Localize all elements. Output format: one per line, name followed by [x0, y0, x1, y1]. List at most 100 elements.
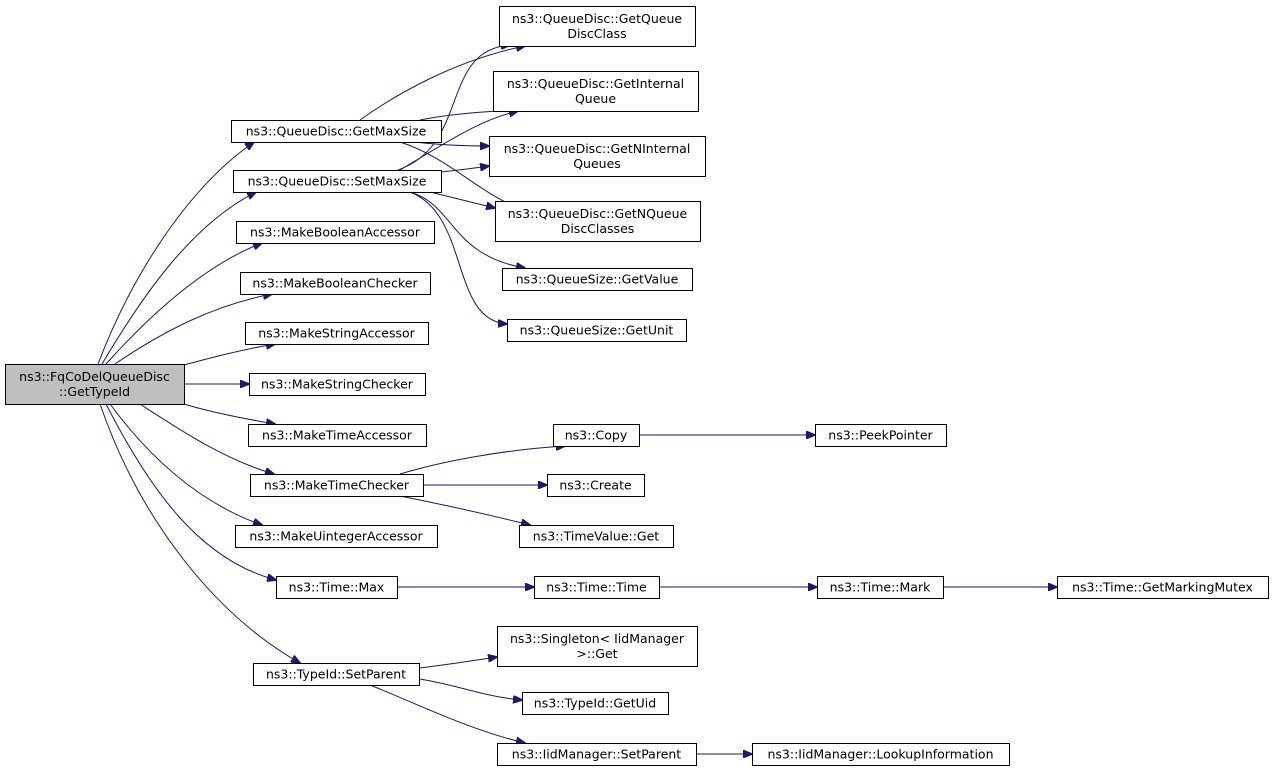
node-label: ns3::MakeStringAccessor [258, 326, 415, 341]
node-label: ns3::QueueDisc::SetMaxSize [248, 174, 427, 189]
edge-root-to-typeid-set-parent [99, 403, 300, 663]
edge-make-time-checker-to-copy [399, 446, 565, 475]
node-box [534, 576, 660, 599]
node-label: ns3::IidManager::SetParent [512, 747, 682, 762]
node-typeid-get-uid[interactable]: ns3::TypeId::GetUid [522, 692, 669, 715]
node-label: ns3::QueueDisc::GetNInternal [504, 141, 691, 156]
node-box [253, 663, 420, 686]
node-box [752, 743, 1010, 766]
node-label: ns3::Copy [565, 428, 628, 443]
edge-get-max-size-to-get-queue-disc-class [359, 46, 525, 121]
edge-root-to-make-time-checker [139, 403, 274, 474]
node-label: ns3::MakeTimeChecker [264, 478, 410, 493]
edge-root-to-make-string-accessor [183, 344, 275, 366]
node-make-uinteger-accessor[interactable]: ns3::MakeUintegerAccessor [235, 525, 438, 548]
node-peek-pointer[interactable]: ns3::PeekPointer [815, 424, 947, 447]
node-label: ns3::Time::GetMarkingMutex [1072, 580, 1253, 595]
node-label: ::GetTypeId [59, 384, 130, 399]
node-create[interactable]: ns3::Create [547, 474, 645, 497]
node-queue-size-get-unit[interactable]: ns3::QueueSize::GetUnit [507, 319, 687, 342]
node-time-max[interactable]: ns3::Time::Max [276, 576, 398, 599]
node-box [249, 373, 426, 396]
node-make-time-checker[interactable]: ns3::MakeTimeChecker [250, 474, 424, 497]
node-label: Queues [573, 156, 621, 171]
edge-root-to-make-boolean-accessor [105, 243, 262, 365]
node-root[interactable]: ns3::FqCoDelQueueDisc::GetTypeId [5, 364, 185, 405]
node-singleton-get[interactable]: ns3::Singleton< IidManager>::Get [497, 626, 698, 667]
node-label: DiscClass [567, 26, 626, 41]
edge-root-to-set-max-size [101, 192, 256, 365]
edge-root-to-time-max [105, 403, 276, 580]
node-label: Queue [575, 91, 616, 106]
node-make-boolean-checker[interactable]: ns3::MakeBooleanChecker [240, 272, 431, 295]
node-label: ns3::QueueDisc::GetMaxSize [246, 124, 427, 139]
node-box [507, 319, 687, 342]
node-time-value-get[interactable]: ns3::TimeValue::Get [519, 525, 674, 548]
edge-set-max-size-to-get-internal-queue [399, 111, 518, 171]
edge-set-max-size-to-queue-size-get-unit [409, 191, 507, 324]
node-label: ns3::IidManager::LookupInformation [767, 747, 993, 762]
node-make-time-accessor[interactable]: ns3::MakeTimeAccessor [248, 424, 427, 447]
node-box [235, 525, 438, 548]
node-box [547, 474, 645, 497]
node-box [495, 201, 701, 242]
node-label: ns3::MakeUintegerAccessor [249, 529, 423, 544]
node-label: ns3::FqCoDelQueueDisc [19, 369, 170, 384]
node-make-string-checker[interactable]: ns3::MakeStringChecker [249, 373, 426, 396]
node-iid-manager-set-parent[interactable]: ns3::IidManager::SetParent [497, 743, 697, 766]
node-time-time[interactable]: ns3::Time::Time [534, 576, 660, 599]
edge-root-to-make-uinteger-accessor [109, 403, 262, 525]
node-copy[interactable]: ns3::Copy [553, 424, 640, 447]
edge-set-max-size-to-get-n-internal-queues [440, 166, 489, 173]
node-box [5, 364, 185, 405]
edge-typeid-set-parent-to-iid-manager-set-parent [369, 684, 525, 743]
edge-set-max-size-to-queue-size-get-value [409, 191, 525, 268]
edges-layer [97, 45, 1057, 754]
node-iid-manager-lookup-information[interactable]: ns3::IidManager::LookupInformation [752, 743, 1010, 766]
node-typeid-set-parent[interactable]: ns3::TypeId::SetParent [253, 663, 420, 686]
node-label: ns3::Time::Max [289, 580, 385, 595]
node-box [817, 576, 944, 599]
node-label: DiscClasses [561, 221, 635, 236]
node-make-string-accessor[interactable]: ns3::MakeStringAccessor [245, 322, 429, 345]
node-label: ns3::TypeId::GetUid [534, 696, 656, 711]
node-label: ns3::TimeValue::Get [533, 529, 660, 544]
node-label: ns3::QueueDisc::GetQueue [512, 11, 682, 26]
node-label: ns3::Create [559, 478, 632, 493]
node-label: ns3::MakeStringChecker [261, 377, 414, 392]
node-box [245, 322, 429, 345]
edge-make-time-checker-to-time-value-get [399, 495, 530, 525]
node-box [502, 268, 693, 291]
node-label: ns3::QueueDisc::GetNQueue [508, 206, 688, 221]
node-box [497, 743, 697, 766]
node-queue-size-get-value[interactable]: ns3::QueueSize::GetValue [502, 268, 693, 291]
edge-root-to-get-max-size [97, 142, 254, 365]
node-time-get-marking-mutex[interactable]: ns3::Time::GetMarkingMutex [1057, 576, 1269, 599]
node-box [519, 525, 674, 548]
nodes-layer: ns3::FqCoDelQueueDisc::GetTypeId ns3::Que… [5, 6, 1269, 766]
node-make-boolean-accessor[interactable]: ns3::MakeBooleanAccessor [236, 221, 435, 244]
node-box [489, 136, 706, 177]
node-label: ns3::MakeBooleanChecker [252, 276, 418, 291]
node-label: ns3::Singleton< IidManager [510, 631, 685, 646]
node-set-max-size[interactable]: ns3::QueueDisc::SetMaxSize [233, 170, 442, 193]
node-label: ns3::MakeBooleanAccessor [250, 225, 421, 240]
node-box [236, 221, 435, 244]
node-label: ns3::QueueSize::GetValue [516, 272, 679, 287]
node-label: ns3::QueueSize::GetUnit [520, 323, 674, 338]
node-label: ns3::PeekPointer [828, 428, 933, 443]
node-time-mark[interactable]: ns3::Time::Mark [817, 576, 944, 599]
node-get-max-size[interactable]: ns3::QueueDisc::GetMaxSize [231, 120, 442, 143]
node-label: ns3::Time::Time [546, 580, 647, 595]
edge-typeid-set-parent-to-typeid-get-uid [418, 678, 522, 700]
node-box [231, 120, 442, 143]
node-box [233, 170, 442, 193]
node-label: ns3::Time::Mark [830, 580, 931, 595]
node-box [493, 71, 699, 112]
node-box [250, 474, 424, 497]
